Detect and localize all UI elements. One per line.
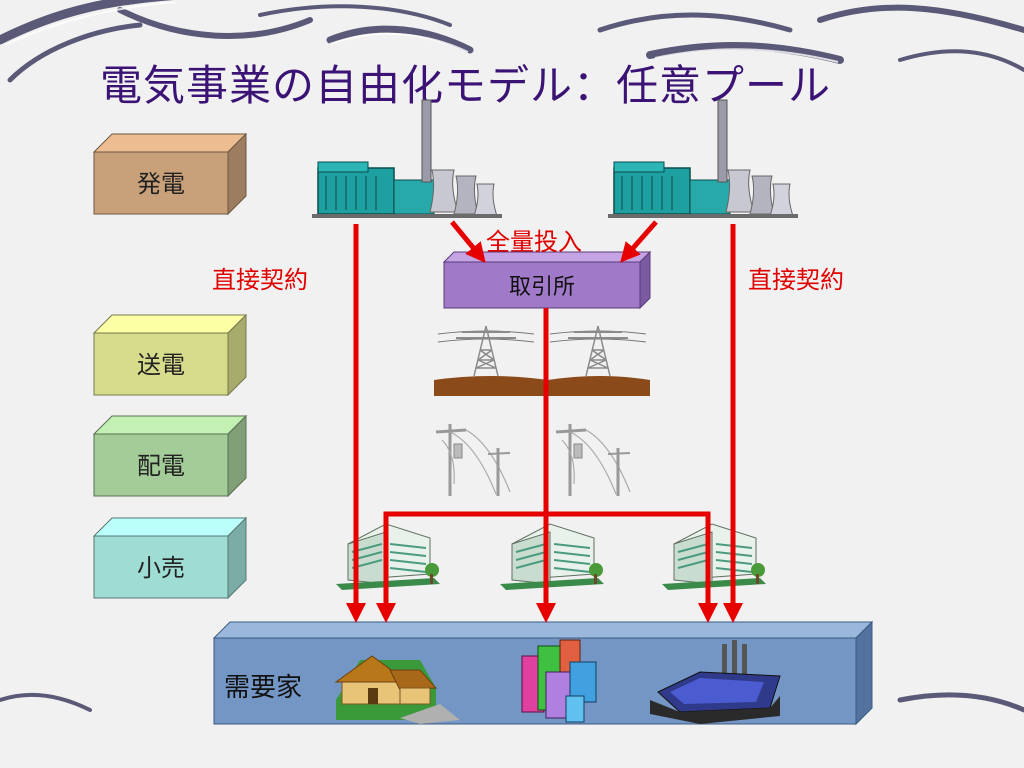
layer-label-transmission: 送電 (137, 351, 185, 379)
city-buildings-icon (521, 639, 597, 723)
direct-contract-label-left: 直接契約 (212, 266, 308, 294)
power-plant-icon-left (311, 99, 503, 219)
all-input-label: 全量投入 (486, 228, 582, 256)
utility-pole-icon (434, 422, 632, 498)
layer-label-generation: 発電 (137, 170, 185, 198)
exchange-box: 取引所 (442, 250, 652, 310)
page-title: 電気事業の自由化モデル：任意プール (100, 61, 832, 110)
transmission-tower-icon (434, 325, 650, 396)
office-building-icon-2 (499, 523, 605, 591)
factory-icon (650, 640, 781, 724)
house-icon (334, 655, 460, 724)
layer-box-transmission: 送電 (92, 313, 248, 397)
power-plant-icon-right (607, 99, 799, 219)
layer-label-distribution: 配電 (137, 452, 185, 480)
layer-label-retail: 小売 (137, 554, 185, 582)
layer-box-generation: 発電 (92, 132, 248, 216)
office-building-icon-3 (661, 523, 767, 591)
consumers-label: 需要家 (224, 673, 302, 703)
direct-contract-label-right: 直接契約 (748, 266, 844, 294)
exchange-label: 取引所 (509, 275, 575, 300)
layer-box-retail: 小売 (92, 516, 248, 600)
layer-box-distribution: 配電 (92, 414, 248, 498)
flow-arrows (346, 220, 743, 623)
